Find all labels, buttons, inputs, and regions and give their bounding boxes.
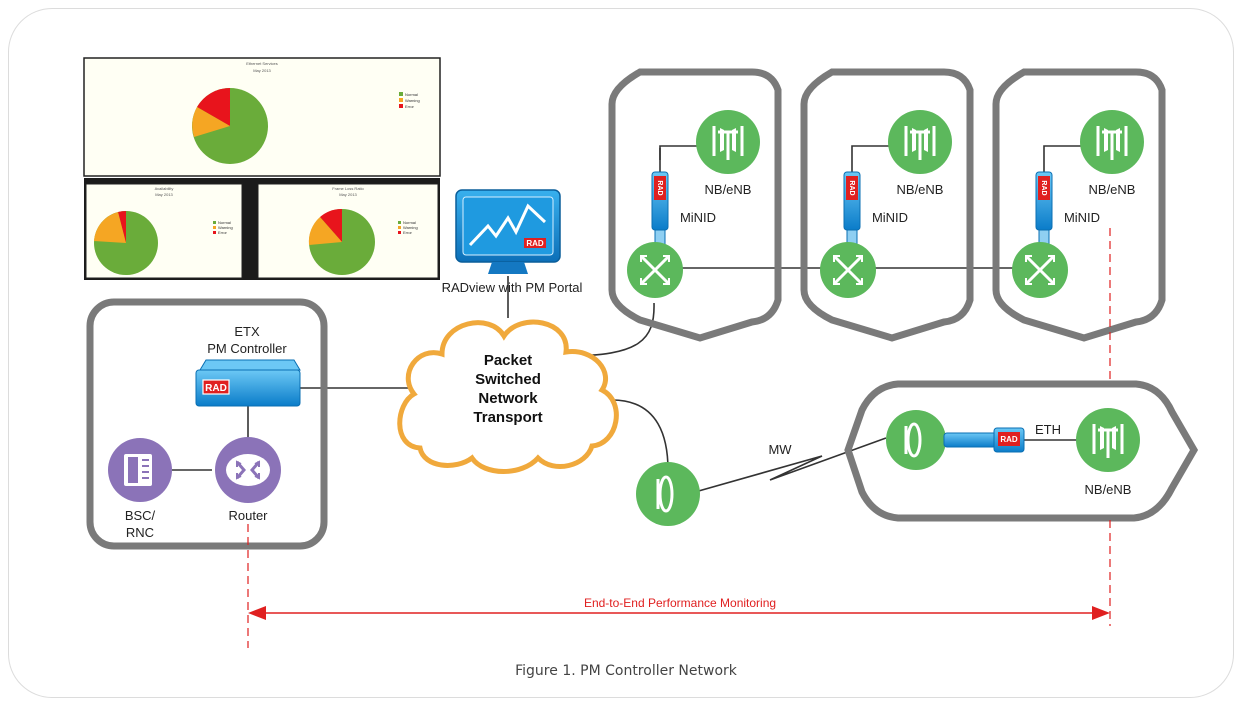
dashboard-main-subtitle: May 2013: [253, 68, 271, 73]
dashboard-right-title: Frame Loss Ratio: [332, 186, 364, 191]
controller-rad-logo: RAD: [205, 383, 227, 394]
eth-device-rad-logo: RAD: [1000, 435, 1018, 444]
minid-label-3: MiNID: [1064, 210, 1100, 225]
switch-icon-3: [1012, 242, 1068, 298]
cloud-line2: Switched: [475, 371, 541, 388]
dashboard-main-pie: [192, 87, 268, 164]
dashboard-right-subtitle: May 2013: [339, 192, 357, 197]
switch-icon-1: [627, 242, 683, 298]
mw-dish-icon-remote: [886, 410, 946, 470]
dashboard-main-legend: Normal Warning Error: [399, 92, 420, 109]
cell-site-1: [608, 68, 782, 342]
dashboard-left-title: Availability: [155, 186, 174, 191]
router-label: Router: [228, 508, 268, 523]
transport-cloud: Packet Switched Network Transport: [397, 319, 619, 474]
nb-label-1: NB/eNB: [705, 182, 752, 197]
nb-antenna-icon-3: [1080, 110, 1144, 174]
dashboard-right-pie: [308, 208, 375, 275]
left-legend-normal: Normal: [218, 220, 231, 225]
dashboard-screenshot: Ethernet Services May 2013 Normal Warnin…: [83, 57, 441, 280]
eth-label: ETH: [1035, 422, 1061, 437]
nb-antenna-icon-1: [696, 110, 760, 174]
minid-rad-logo-1: RAD: [656, 180, 663, 195]
monitoring-markers: [247, 228, 1111, 648]
dashboard-left-pie: [94, 210, 158, 275]
monitoring-label: End-to-End Performance Monitoring: [584, 596, 776, 610]
mw-label: MW: [768, 442, 792, 457]
legend-warning: Warning: [405, 98, 420, 103]
bsc-label-line1: BSC/: [125, 508, 156, 523]
minid-label-1: MiNID: [680, 210, 716, 225]
outer-frame: [8, 8, 1234, 698]
monitor-rad-logo: RAD: [526, 239, 544, 248]
cloud-line3: Network: [478, 390, 538, 407]
router-icon: [215, 437, 281, 503]
figure-caption: Figure 1. PM Controller Network: [515, 663, 738, 679]
legend-normal: Normal: [405, 92, 418, 97]
right-legend-error: Error: [403, 230, 413, 235]
mw-dish-icon-local: [636, 462, 700, 526]
right-legend-warning: Warning: [403, 225, 418, 230]
dashboard-main-title: Ethernet Services: [246, 61, 278, 66]
eth-nid-device: RAD: [943, 427, 1025, 453]
radview-monitor-icon: RAD: [455, 189, 561, 274]
minid-device-3: RAD: [1035, 171, 1053, 247]
minid-label-2: MiNID: [872, 210, 908, 225]
nb-antenna-icon-4: [1076, 408, 1140, 472]
cell-site-2: [800, 68, 974, 342]
nb-antenna-icon-2: [888, 110, 952, 174]
left-legend-error: Error: [218, 230, 228, 235]
nb-label-3: NB/eNB: [1089, 182, 1136, 197]
dashboard-left-subtitle: May 2013: [155, 192, 173, 197]
cloud-line4: Transport: [473, 409, 542, 426]
central-site-box: [86, 298, 328, 550]
etx-pm-controller-device: RAD: [195, 359, 301, 407]
minid-device-1: RAD: [651, 171, 669, 247]
nb-label-2: NB/eNB: [897, 182, 944, 197]
right-legend-normal: Normal: [403, 220, 416, 225]
legend-error: Error: [405, 104, 415, 109]
cell-site-3: [992, 68, 1166, 342]
cloud-line1: Packet: [484, 352, 532, 369]
switch-icon-2: [820, 242, 876, 298]
monitoring-arrow: [248, 606, 1110, 620]
controller-label-line1: ETX: [234, 324, 260, 339]
minid-rad-logo-2: RAD: [848, 180, 855, 195]
left-legend-warning: Warning: [218, 225, 233, 230]
microwave-site-box: [844, 380, 1199, 522]
bsc-label-line2: RNC: [126, 525, 154, 540]
bsc-rnc-icon: [108, 438, 172, 502]
dashboard-label: RADview with PM Portal: [442, 280, 583, 295]
nb-label-4: NB/eNB: [1085, 482, 1132, 497]
minid-rad-logo-3: RAD: [1040, 180, 1047, 195]
controller-label-line2: PM Controller: [207, 341, 287, 356]
minid-device-2: RAD: [843, 171, 861, 247]
